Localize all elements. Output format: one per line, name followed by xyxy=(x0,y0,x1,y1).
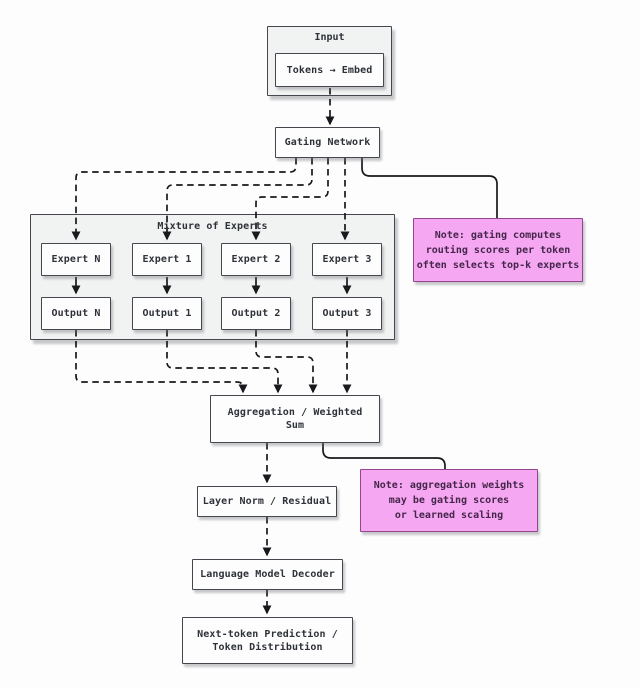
note-gating-line: often selects top-k experts xyxy=(416,259,580,271)
note-gating-line: Note: gating computes xyxy=(434,229,562,241)
edge-gating-to-note xyxy=(361,158,498,218)
edge-gating-to-expert-2 xyxy=(251,158,329,241)
node-prediction: Next-token Prediction / Token Distributi… xyxy=(182,617,353,664)
edge-gating-to-expert-1 xyxy=(162,158,313,241)
edge-output-2-to-aggregation xyxy=(255,330,318,394)
moe-container-title: Mixture of Experts xyxy=(157,221,268,232)
node-aggregation-line: Sum xyxy=(285,420,305,431)
node-decoder: Language Model Decoder xyxy=(192,559,343,590)
node-aggregation: Aggregation / Weighted Sum xyxy=(210,395,380,443)
node-output-n: Output N xyxy=(41,297,111,330)
note-aggregation-line: or learned scaling xyxy=(394,510,504,521)
edge-output-1-to-aggregation xyxy=(166,330,283,394)
edge-aggregation-to-note xyxy=(322,443,446,469)
node-layer-norm: Layer Norm / Residual xyxy=(197,486,337,517)
note-gating: Note: gating computes routing scores per… xyxy=(413,218,583,282)
node-expert-1: Expert 1 xyxy=(132,243,202,276)
node-prediction-line: Next-token Prediction / xyxy=(197,628,338,640)
node-output-2: Output 2 xyxy=(221,297,291,330)
node-expert-3: Expert 3 xyxy=(312,243,382,276)
node-gating-network: Gating Network xyxy=(275,127,380,158)
note-gating-line: routing scores per token xyxy=(425,244,571,256)
note-aggregation-line: may be gating scores xyxy=(388,495,510,506)
node-expert-2: Expert 2 xyxy=(221,243,291,276)
edge-gating-to-expert-n xyxy=(71,158,297,241)
node-aggregation-line: Aggregation / Weighted xyxy=(227,407,363,418)
node-tokens-embed: Tokens → Embed xyxy=(275,53,384,87)
note-aggregation-line: Note: aggregation weights xyxy=(373,480,525,491)
input-group-label: Input xyxy=(314,32,345,43)
edge-output-n-to-aggregation xyxy=(75,330,248,394)
note-aggregation: Note: aggregation weights may be gating … xyxy=(360,469,538,532)
node-expert-n: Expert N xyxy=(41,243,111,276)
node-output-3: Output 3 xyxy=(312,297,382,330)
node-prediction-line: Token Distribution xyxy=(212,641,323,653)
node-output-1: Output 1 xyxy=(132,297,202,330)
